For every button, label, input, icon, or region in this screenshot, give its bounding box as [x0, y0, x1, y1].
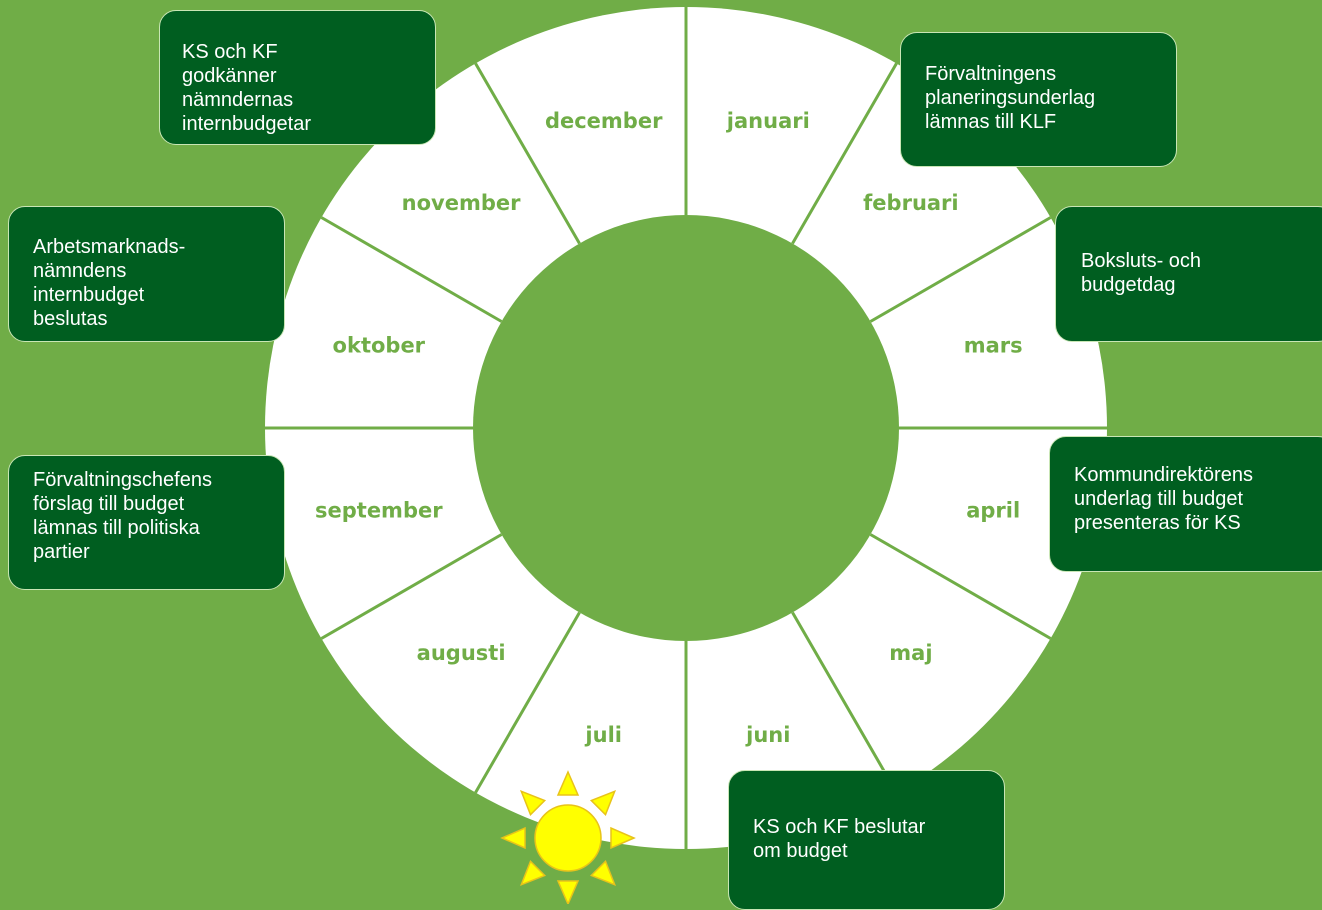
month-label-december: december: [545, 109, 663, 133]
month-label-maj: maj: [889, 641, 932, 665]
sun-ray: [610, 826, 636, 850]
month-label-juli: juli: [584, 723, 622, 747]
month-label-november: november: [402, 191, 521, 215]
wheel-hub: [473, 215, 899, 641]
month-label-augusti: augusti: [417, 641, 506, 665]
sun-ray: [556, 770, 580, 796]
sun-ray: [519, 789, 547, 817]
month-dividers: [265, 7, 1107, 849]
month-divider: [869, 216, 1052, 323]
month-divider: [320, 533, 503, 640]
note-ks-kf-approve-internal-budgets: KS och KF godkänner nämndernas internbud…: [159, 10, 436, 145]
month-divider: [869, 533, 1052, 640]
month-divider: [474, 611, 581, 794]
sun-ray: [589, 789, 617, 817]
month-label-februari: februari: [863, 191, 958, 215]
month-divider: [791, 611, 898, 794]
note-ks-kf-decide-budget: KS och KF beslutar om budget: [728, 770, 1005, 910]
note-administration-planning-basis: Förvaltningens planeringsunderlag lämnas…: [900, 32, 1177, 167]
sun-body: [534, 804, 602, 872]
month-label-oktober: oktober: [333, 334, 426, 358]
sun-ray: [519, 859, 547, 887]
month-divider: [474, 62, 581, 245]
month-label-september: september: [315, 498, 443, 522]
sun-ray: [589, 859, 617, 887]
month-label-januari: januari: [726, 109, 810, 133]
note-closing-and-budget-day: Boksluts- och budgetdag: [1055, 206, 1322, 342]
note-labor-market-committee-budget: Arbetsmarknads- nämndens internbudget be…: [8, 206, 285, 342]
month-label-juni: juni: [745, 723, 790, 747]
sun-ray: [556, 880, 580, 904]
month-label-april: april: [966, 498, 1020, 522]
month-divider: [791, 62, 898, 245]
month-labels: januari februari mars april maj juni juli augus…: [315, 109, 1023, 747]
sun-ray: [500, 826, 526, 850]
sun-icon: [500, 770, 636, 904]
month-divider: [320, 216, 503, 323]
note-administration-chief-proposal: Förvaltningschefens förslag till budget …: [8, 455, 285, 590]
note-municipal-director-basis: Kommundirektörens underlag till budget p…: [1049, 436, 1322, 572]
month-label-mars: mars: [964, 334, 1023, 358]
